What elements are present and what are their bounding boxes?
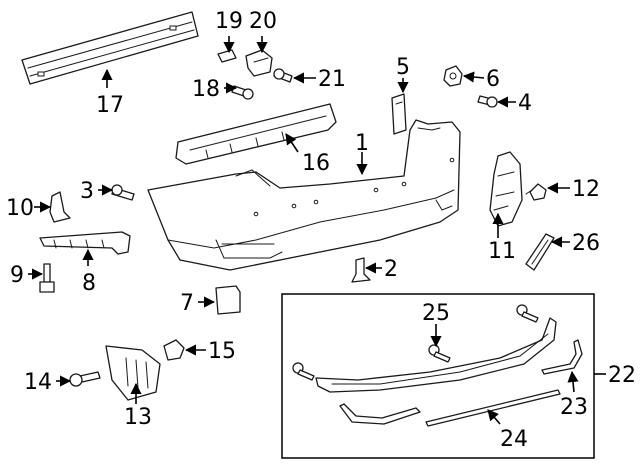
leader-lines [28,36,606,425]
part-10-clip [49,191,71,223]
inset-strip-left [339,403,421,425]
callout-9: 9 [10,263,24,288]
callout-26: 26 [572,231,600,256]
callout-21: 21 [318,67,346,92]
callout-25: 25 [422,301,450,326]
callout-24: 24 [500,427,528,452]
part-17-reinforcement-beam [21,11,199,85]
callout-11: 11 [488,239,516,264]
callout-23: 23 [560,395,588,420]
part-14-bolt [69,371,101,387]
part-16-energy-absorber [175,103,337,165]
part-2-retainer [351,257,371,283]
callout-4: 4 [518,91,532,116]
part-3-bolt [111,184,135,201]
part-13-side-bracket [105,345,161,401]
callout-7: 7 [180,291,194,316]
callout-1: 1 [355,131,369,156]
inset-bolt-upper [516,304,539,323]
part-22-inset-group [281,293,595,459]
part-1-bumper-cover [147,119,461,271]
callout-3: 3 [80,179,94,204]
callout-15: 15 [208,339,236,364]
part-7-pad [215,285,241,315]
callout-8: 8 [82,271,96,296]
callout-20: 20 [249,9,277,34]
callout-12: 12 [572,177,600,202]
callout-17: 17 [96,93,124,118]
part-25-bolt [428,344,451,363]
part-23-trim [541,339,583,375]
part-11-side-bracket [489,151,523,227]
callout-22: 22 [608,363,636,388]
inset-lower-garnish [315,317,557,393]
callout-6: 6 [486,67,500,92]
part-24-strip [425,389,561,427]
callout-labels: 17 19 20 21 18 16 1 5 6 4 12 11 26 2 3 1… [6,9,636,452]
part-9-bolt [39,263,55,293]
part-15-clip [163,339,185,361]
callout-13: 13 [124,405,152,430]
part-5-retainer [391,93,407,135]
callout-10: 10 [6,196,34,221]
part-8-side-retainer [39,231,131,255]
part-4-bolt [477,95,498,108]
callout-19: 19 [215,9,243,34]
inset-bolt-left [292,362,315,381]
callout-5: 5 [396,55,410,80]
callout-14: 14 [24,370,52,395]
part-12-clip [525,183,547,201]
part-21-bolt [273,68,293,83]
part-26-bracket [525,233,555,271]
callout-2: 2 [384,257,398,282]
part-19-clip [217,49,237,63]
callout-16: 16 [302,151,330,176]
part-6-nut [443,65,463,87]
callout-18: 18 [192,77,220,102]
part-20-bracket [245,49,273,77]
